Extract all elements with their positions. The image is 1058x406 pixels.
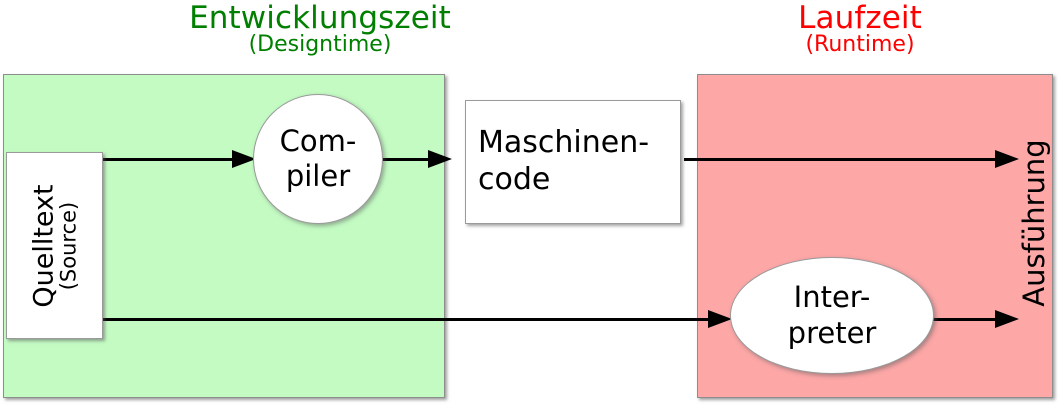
- runtime-title: Laufzeit (Runtime): [640, 2, 1058, 57]
- arrowhead-machinecode-to-execution: [995, 150, 1019, 168]
- node-source-label: Quelltext (Source): [28, 183, 80, 308]
- node-interpreter: Inter- preter: [730, 257, 934, 374]
- node-execution-label: Ausführung: [1017, 138, 1051, 307]
- node-machinecode-label-line2: code: [478, 162, 551, 197]
- node-machinecode: Maschinen- code: [465, 100, 681, 224]
- arrowhead-interpreter-to-execution: [995, 310, 1019, 328]
- designtime-title-sub: (Designtime): [248, 32, 392, 58]
- designtime-title: Entwicklungszeit (Designtime): [60, 2, 580, 57]
- node-compiler-label: Com- piler: [280, 124, 357, 195]
- runtime-title-main: Laufzeit: [798, 0, 922, 36]
- node-source-label-sub: (Source): [55, 201, 80, 290]
- node-interpreter-label: Inter- preter: [788, 280, 877, 351]
- connector-compiler-to-machinecode: [381, 158, 436, 161]
- designtime-title-main: Entwicklungszeit: [189, 0, 451, 36]
- arrowhead-source-to-interpreter: [708, 310, 732, 328]
- connector-source-to-compiler: [100, 158, 238, 161]
- node-interpreter-label-line1: Inter-: [793, 280, 871, 315]
- connector-source-to-interpreter: [100, 318, 724, 321]
- arrowhead-source-to-compiler: [232, 150, 256, 168]
- node-source-label-main: Quelltext: [28, 183, 60, 308]
- connector-interpreter-to-execution: [930, 318, 1009, 321]
- arrowhead-compiler-to-machinecode: [428, 150, 452, 168]
- node-compiler: Com- piler: [253, 94, 383, 224]
- node-machinecode-label: Maschinen- code: [466, 125, 649, 198]
- node-compiler-label-line1: Com-: [279, 123, 357, 158]
- node-machinecode-label-line1: Maschinen-: [478, 125, 650, 161]
- node-execution: Ausführung: [1012, 105, 1056, 340]
- node-source: Quelltext (Source): [6, 152, 103, 339]
- runtime-title-sub: (Runtime): [805, 32, 915, 58]
- node-interpreter-label-line2: preter: [787, 315, 877, 350]
- node-compiler-label-line2: piler: [285, 159, 351, 193]
- connector-machinecode-to-execution: [684, 158, 1009, 161]
